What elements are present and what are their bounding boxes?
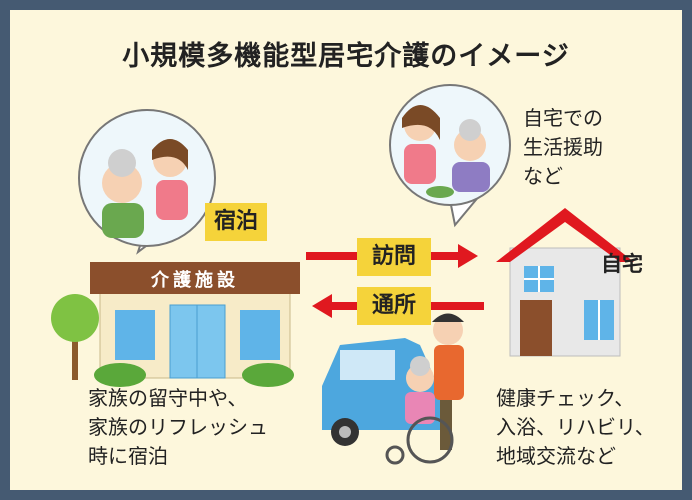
visit-tag: 訪問 bbox=[357, 238, 431, 276]
home-label: 自宅 bbox=[601, 252, 643, 276]
services-line-2: 入浴、リハビリ、 bbox=[496, 415, 655, 439]
facility-sign: 介護施設 bbox=[151, 270, 239, 291]
family-stay-line-3: 時に宿泊 bbox=[88, 444, 168, 468]
services-line-3: 地域交流など bbox=[496, 444, 616, 468]
home-support-line-3: など bbox=[523, 164, 563, 188]
home-support-line-2: 生活援助 bbox=[523, 135, 603, 159]
family-stay-line-1: 家族の留守中や、 bbox=[88, 386, 248, 410]
wheelchair-group bbox=[385, 313, 464, 465]
commute-tag: 通所 bbox=[357, 287, 431, 325]
care-facility-building bbox=[90, 262, 300, 379]
family-stay-text: 家族の留守中や、 家族のリフレッシュ 時に宿泊 bbox=[88, 384, 268, 471]
home-support-line-1: 自宅での bbox=[523, 106, 603, 130]
services-line-1: 健康チェック、 bbox=[496, 386, 635, 410]
page-title: 小規模多機能型居宅介護のイメージ bbox=[122, 41, 570, 72]
tree bbox=[51, 294, 99, 380]
home-house bbox=[496, 208, 634, 357]
stay-tag: 宿泊 bbox=[205, 203, 267, 241]
home-support-illustration-bubble bbox=[389, 84, 511, 228]
services-text: 健康チェック、 入浴、リハビリ、 地域交流など bbox=[496, 384, 655, 471]
home-support-text: 自宅での 生活援助 など bbox=[523, 104, 603, 191]
stay-illustration-bubble bbox=[78, 109, 216, 255]
family-stay-line-2: 家族のリフレッシュ bbox=[88, 415, 268, 439]
